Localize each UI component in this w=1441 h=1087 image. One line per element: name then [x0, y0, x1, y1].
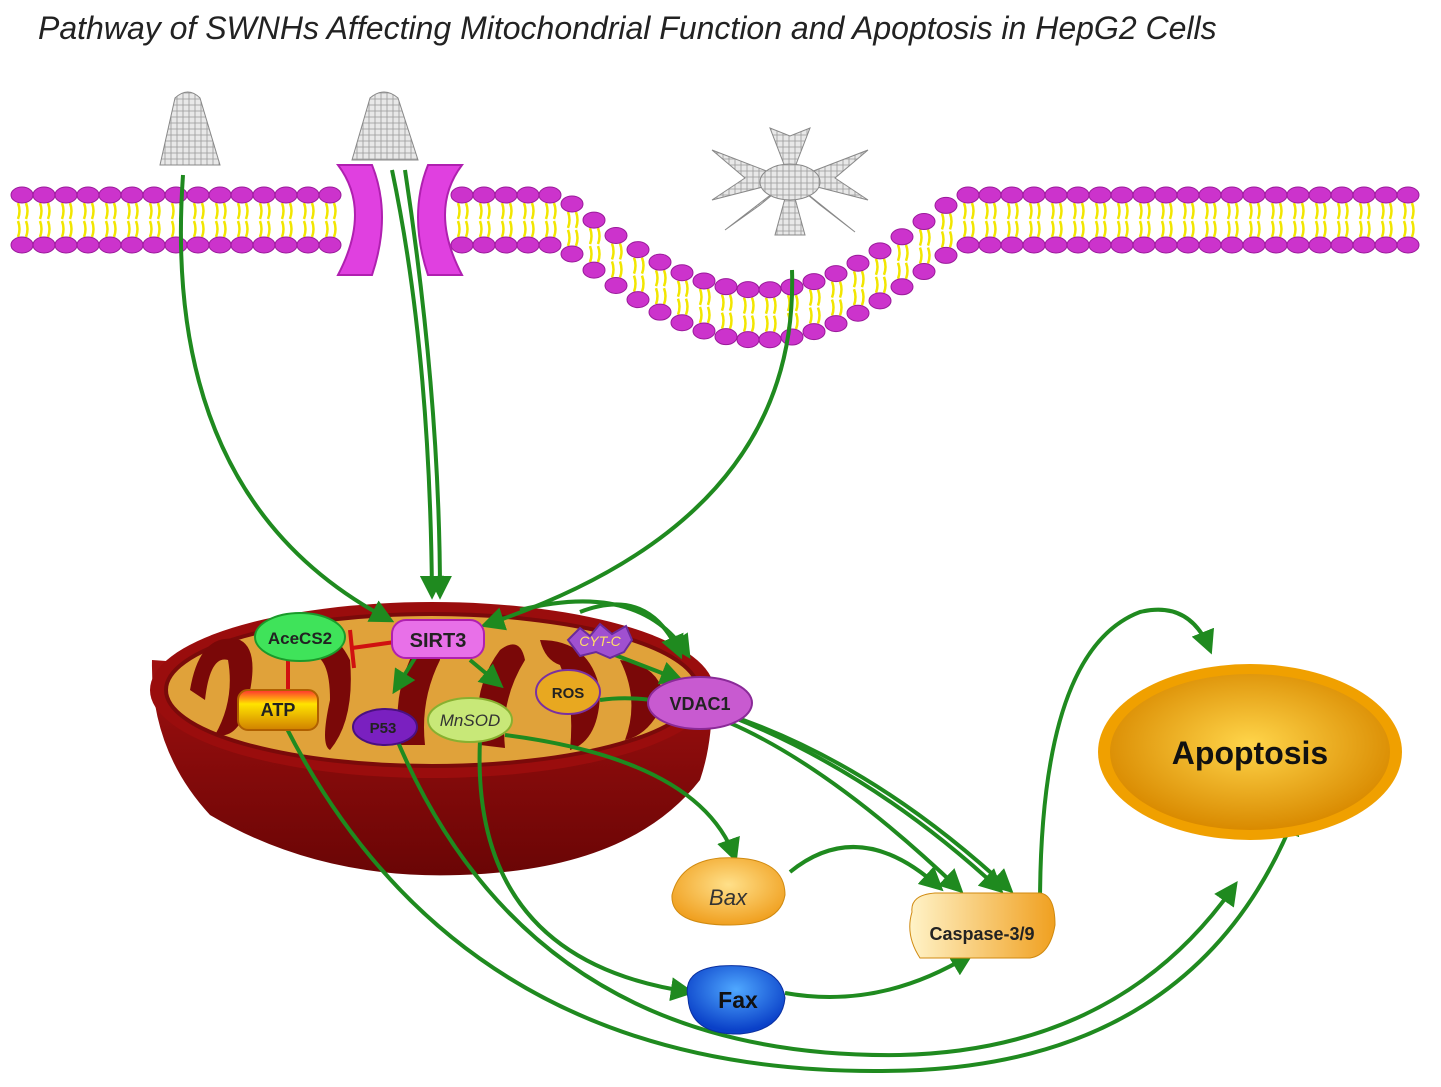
node-atp: ATP — [237, 689, 319, 731]
node-apoptosis: Apoptosis — [1098, 664, 1402, 840]
label-vdac1: VDAC1 — [669, 694, 730, 714]
label-mnsod: MnSOD — [440, 711, 500, 730]
diagram-title: Pathway of SWNHs Affecting Mitochondrial… — [38, 10, 1217, 46]
label-atp: ATP — [261, 700, 296, 720]
node-fax: Fax — [686, 965, 786, 1035]
label-ros: ROS — [552, 685, 585, 702]
node-bax: Bax — [671, 857, 786, 926]
label-apoptosis: Apoptosis — [1172, 735, 1328, 771]
node-ros: ROS — [535, 669, 601, 715]
label-cytc: CYT-C — [579, 633, 621, 649]
label-caspase: Caspase-3/9 — [929, 924, 1034, 944]
node-acecs2: AceCS2 — [254, 612, 346, 662]
node-caspase: Caspase-3/9 — [909, 892, 1056, 959]
nanohorn-2 — [351, 91, 419, 161]
membrane-channel — [335, 164, 465, 276]
label-bax: Bax — [709, 885, 748, 910]
nanohorn-aggregate — [711, 127, 869, 236]
label-p53: P53 — [370, 720, 397, 737]
label-fax: Fax — [718, 987, 758, 1013]
pathway-arrows — [178, 169, 1300, 1073]
label-sirt3: SIRT3 — [410, 630, 467, 652]
cell-membrane — [10, 186, 1420, 349]
node-mnsod: MnSOD — [427, 697, 513, 743]
nanohorn-1 — [159, 91, 221, 166]
node-sirt3: SIRT3 — [391, 619, 485, 659]
label-acecs2: AceCS2 — [268, 629, 332, 648]
node-cytc: CYT-C — [566, 622, 634, 660]
node-vdac1: VDAC1 — [647, 676, 753, 730]
node-p53: P53 — [352, 708, 418, 746]
